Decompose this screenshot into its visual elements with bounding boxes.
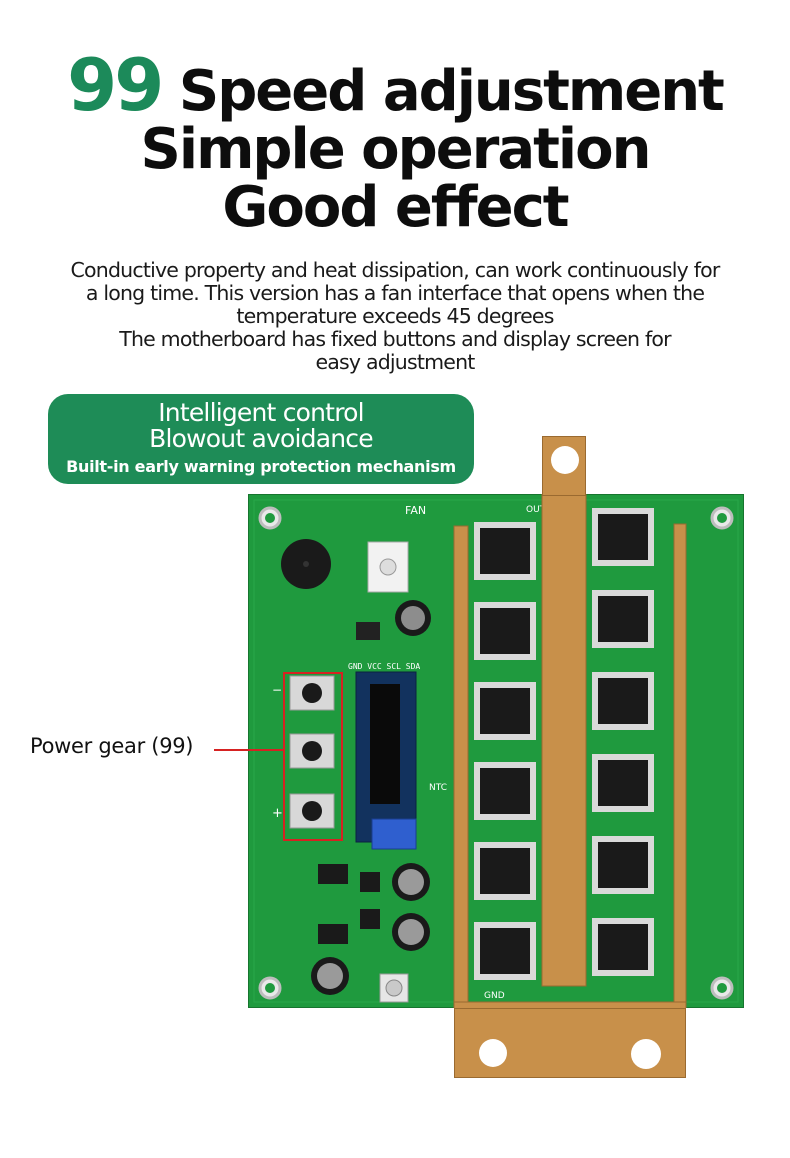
tactile-button-icon bbox=[289, 675, 335, 829]
headline-line-3: Good effect bbox=[222, 175, 569, 240]
headline-line-1: 99 Speed adjustment bbox=[0, 49, 790, 124]
badge-subtitle: Built-in early warning protection mechan… bbox=[66, 457, 456, 476]
busbar-hole-icon bbox=[631, 1039, 661, 1069]
headline-speed-text: Speed adjustment bbox=[178, 59, 725, 124]
speed-number: 99 bbox=[67, 43, 164, 127]
description-line: a long time. This version has a fan inte… bbox=[85, 281, 705, 305]
ntc-label: NTC bbox=[429, 783, 447, 793]
gnd-label: GND bbox=[484, 991, 505, 1001]
feature-badge: Intelligent control Blowout avoidance Bu… bbox=[48, 394, 474, 484]
description-line: Conductive property and heat dissipation… bbox=[70, 258, 721, 282]
power-gear-highlight-box bbox=[283, 672, 343, 841]
busbar-hole-icon bbox=[479, 1039, 507, 1067]
chip-icon bbox=[367, 541, 409, 593]
oled-pin-label: GND VCC SCL SDA bbox=[348, 662, 420, 671]
copper-busbar bbox=[453, 494, 687, 1008]
power-gear-label: Power gear (99) bbox=[30, 734, 194, 758]
minus-label: − bbox=[272, 683, 282, 697]
description-line: easy adjustment bbox=[315, 350, 475, 374]
plus-label: + bbox=[272, 806, 283, 821]
busbar-hole-icon bbox=[551, 446, 579, 474]
pcb-board-illustration: GND VCC SCL SDA − + FAN OUT GND NTC bbox=[248, 494, 744, 1008]
mosfet-column-right bbox=[592, 508, 654, 976]
mosfet-column-left bbox=[474, 522, 536, 980]
out-label: OUT bbox=[526, 505, 546, 515]
description-line: temperature exceeds 45 degrees bbox=[236, 304, 554, 328]
capacitor-icon bbox=[311, 863, 430, 995]
fan-label: FAN bbox=[405, 504, 426, 517]
badge-title-1: Intelligent control bbox=[158, 398, 364, 427]
headline: 99 Speed adjustment Simple operation Goo… bbox=[0, 49, 790, 240]
description-line: The motherboard has fixed buttons and di… bbox=[119, 327, 671, 351]
badge-title-2: Blowout avoidance bbox=[149, 424, 373, 453]
description: Conductive property and heat dissipation… bbox=[20, 259, 770, 374]
headline-line-2: Simple operation bbox=[140, 117, 652, 182]
callout-line bbox=[214, 749, 284, 751]
